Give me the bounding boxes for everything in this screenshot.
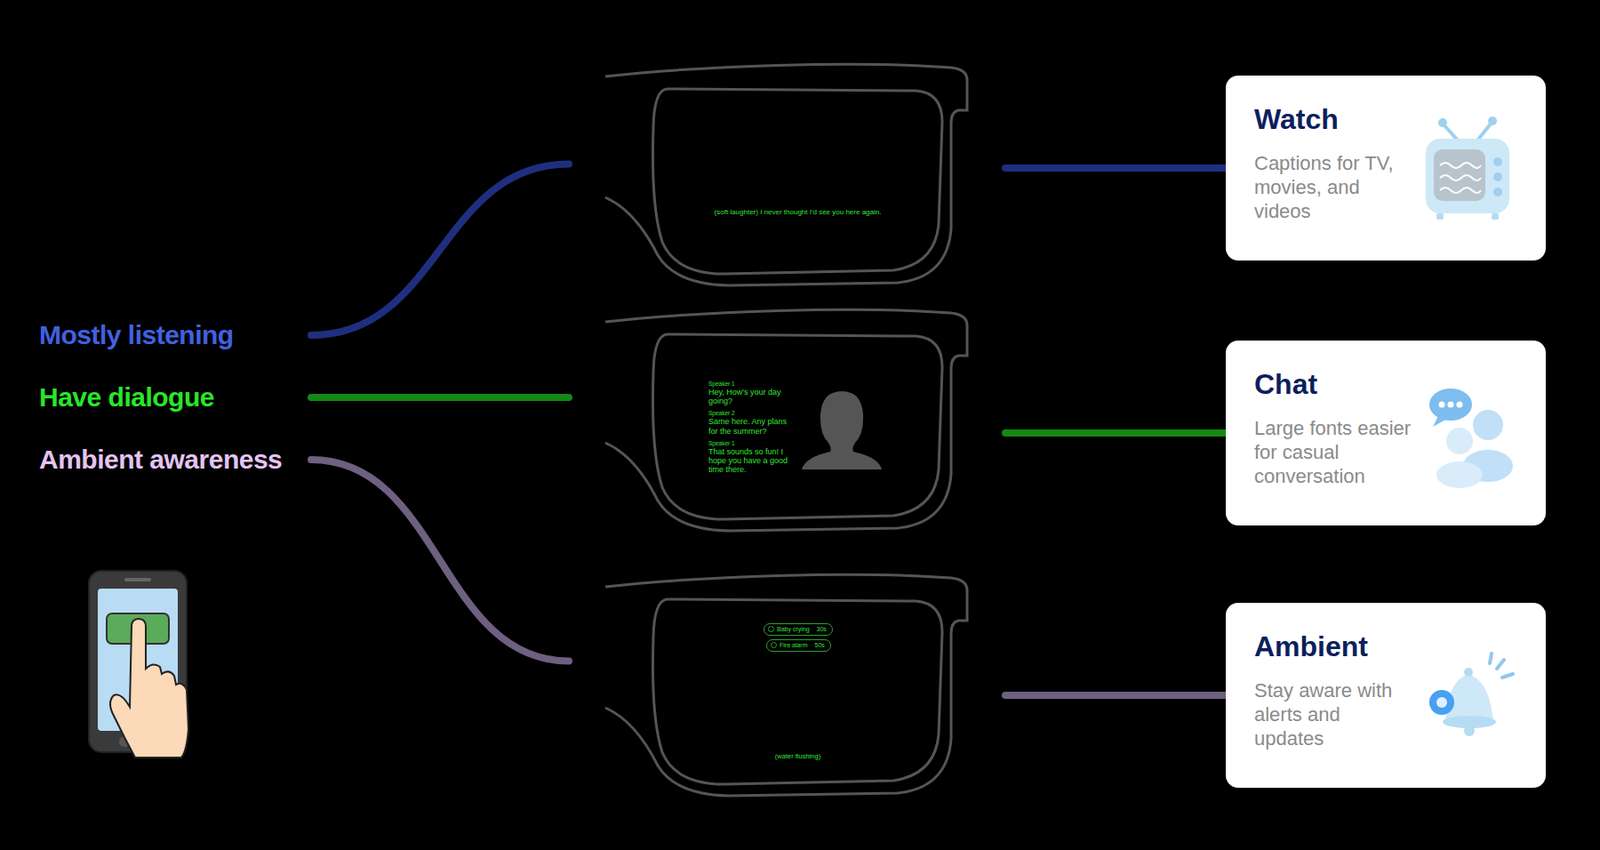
caption-text: (soft laughter) I never thought I'd see … [653,208,943,217]
connector [311,393,569,401]
alert-time: 30s [816,624,827,634]
glasses-lens: (soft laughter) I never thought I'd see … [568,64,1006,287]
phone-icon [88,570,189,758]
mode-card: AmbientStay aware with alerts and update… [1225,602,1546,788]
caption-area: (water flushing) [653,752,943,760]
glasses-frame [605,309,968,531]
card-title: Ambient [1254,629,1415,664]
dialogue-text: Same here. Any plans for the summer? [708,416,794,436]
mode-label: Ambient awareness [39,441,312,478]
mode-card: ChatLarge fonts easier for casual conver… [1225,340,1546,526]
card-title: Chat [1254,367,1415,401]
connector [311,164,569,336]
speaker-name: Speaker 1 [708,440,794,448]
alert-time: 50s [815,640,825,650]
mode-label: Have dialogue [39,379,312,416]
connector [1005,691,1226,699]
caption-text: (water flushing) [653,752,943,760]
mode-label: Mostly listening [39,317,312,353]
mode-label-text: Have dialogue [39,382,215,413]
dialogue-text: That sounds so fun! I hope you have a go… [708,447,794,475]
bell-icon [1429,653,1513,736]
dialogue-area: Speaker 1Hey, How's your day going?Speak… [708,380,794,475]
alert-name: Fire alarm [779,640,808,650]
glasses-lens: Speaker 1Hey, How's your day going?Speak… [568,309,1006,532]
mode-label-text: Mostly listening [39,320,234,351]
glasses-lens: (water flushing) Baby crying 30sFire alarm… [568,574,1006,797]
alert-pill: Fire alarm 50s [766,639,832,652]
glasses-frame [605,574,968,796]
glasses-frame [605,64,968,286]
connector [311,459,569,662]
card-body: Stay aware with alerts and updates [1254,678,1415,751]
person-silhouette [801,391,882,470]
alert-name: Baby crying [776,624,810,634]
dialogue-text: Hey, How's your day going? [708,387,794,407]
connector [1005,164,1226,172]
chat-icon [1429,388,1513,488]
speaker-name: Speaker 1 [708,380,794,388]
alert-pill: Baby crying 30s [763,623,833,636]
card-body: Captions for TV, movies, and videos [1254,151,1415,224]
card-title: Watch [1254,102,1415,136]
connector [1005,429,1226,437]
mode-card: WatchCaptions for TV, movies, and videos [1225,75,1546,261]
tv-icon [1425,116,1510,220]
card-body: Large fonts easier for casual conversati… [1254,416,1415,488]
speaker-name: Speaker 2 [708,409,794,417]
mode-label-text: Ambient awareness [39,444,282,475]
caption-area: (soft laughter) I never thought I'd see … [653,208,943,217]
